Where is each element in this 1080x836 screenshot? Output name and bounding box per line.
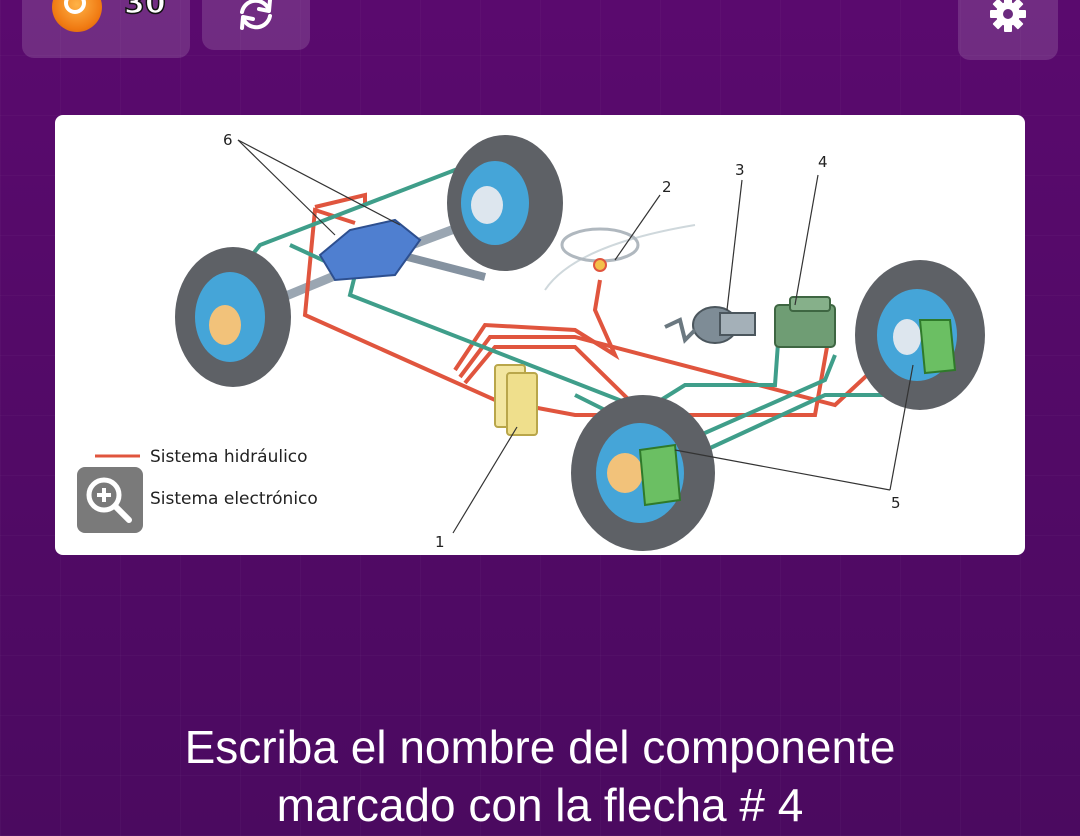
wheel-front-right (855, 260, 985, 410)
label-2: 2 (662, 178, 672, 196)
label-4: 4 (818, 153, 828, 171)
settings-button[interactable] (958, 0, 1058, 60)
reload-button[interactable] (202, 0, 310, 50)
reload-icon (240, 0, 272, 30)
zoom-in-icon (86, 477, 132, 523)
label-1: 1 (435, 533, 445, 551)
hydraulic-modulator (774, 296, 836, 348)
legend-hydraulic-label: Sistema hidráulico (150, 447, 308, 467)
leader-lines (237, 139, 914, 534)
dashboard-outline (544, 224, 696, 291)
legend-electronic-label: Sistema electrónico (150, 489, 318, 509)
wheel-front-left (571, 395, 715, 551)
diagram-svg: 6 2 3 4 5 1 Sistema hidráulico Sistema e… (95, 131, 985, 551)
top-bar: 30 (0, 0, 1080, 60)
label-3: 3 (735, 161, 745, 179)
label-5: 5 (891, 494, 901, 512)
rear-differential (318, 218, 422, 282)
question-text: Escriba el nombre del componente marcado… (40, 718, 1040, 834)
score-value: 30 (123, 0, 166, 22)
wheel-rear-left (175, 247, 291, 387)
question-line-1: Escriba el nombre del componente (184, 721, 896, 773)
coin-icon (52, 0, 102, 32)
warning-light (593, 258, 607, 272)
label-6: 6 (223, 131, 233, 149)
zoom-button[interactable] (77, 467, 143, 533)
score-display: 30 (22, 0, 190, 58)
question-line-2: marcado con la flecha # 4 (276, 779, 804, 831)
master-cylinder (664, 306, 756, 344)
steering-wheel (560, 227, 640, 263)
gear-icon (990, 0, 1026, 32)
wheel-rear-right (447, 135, 563, 271)
drive-shaft (398, 251, 487, 281)
brake-system-diagram[interactable]: 6 2 3 4 5 1 Sistema hidráulico Sistema e… (55, 115, 1025, 555)
